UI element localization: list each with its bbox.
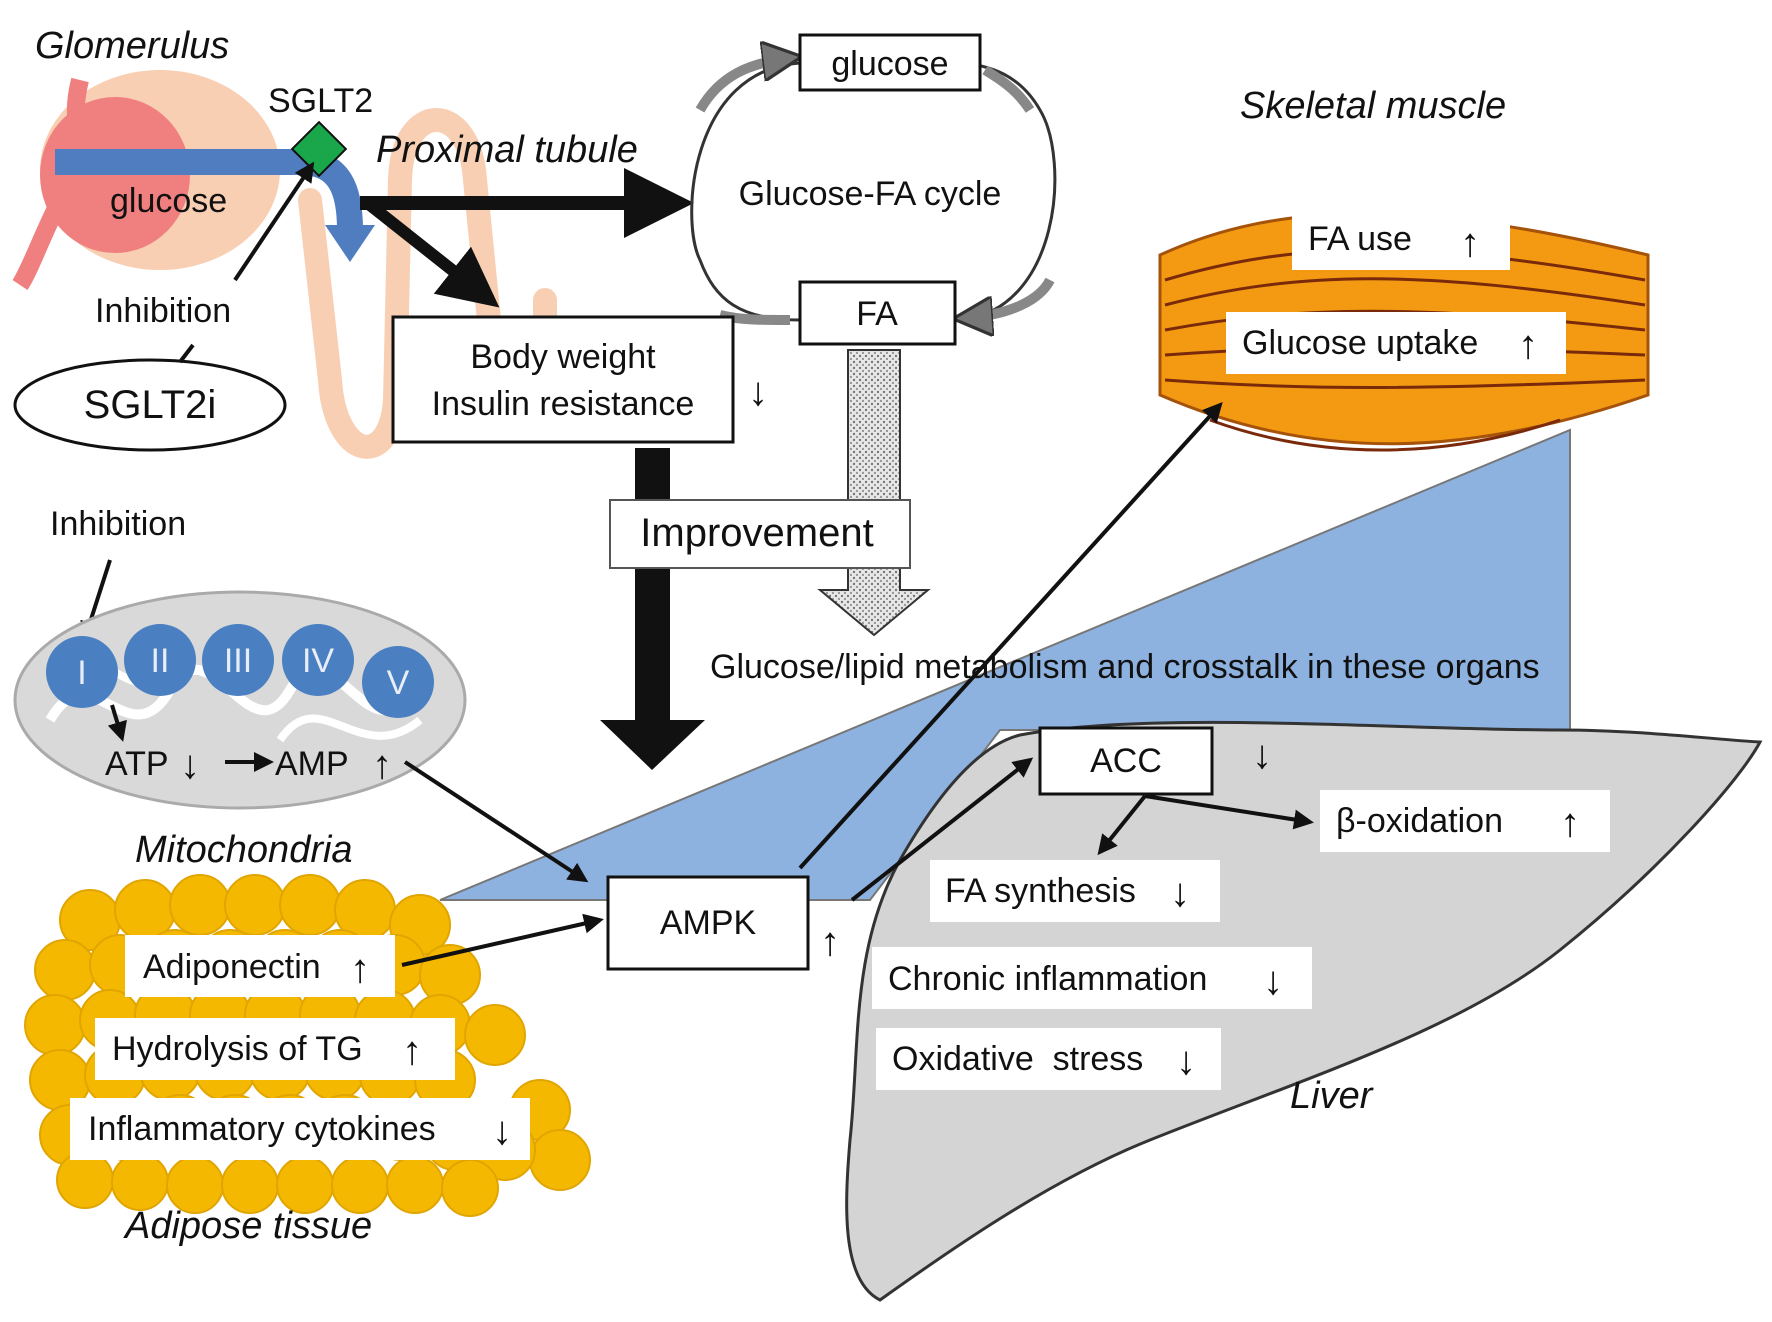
amp-to-ampk-arrow bbox=[403, 760, 589, 883]
fa-use-up-arrow: ↑ bbox=[1460, 221, 1480, 265]
ampk-label: AMPK bbox=[660, 904, 757, 942]
oxidative-stress-down-arrow: ↓ bbox=[1176, 1039, 1196, 1083]
complex-i bbox=[46, 636, 118, 708]
complex-v bbox=[362, 646, 434, 718]
amp-label: AMP bbox=[275, 745, 349, 783]
glucose-label: glucose bbox=[110, 182, 227, 220]
beta-oxidation-up-arrow: ↑ bbox=[1560, 801, 1580, 845]
complex-v-label: V bbox=[387, 664, 410, 702]
inhibition-label-top: Inhibition bbox=[95, 292, 231, 330]
ampk-to-acc-arrow bbox=[850, 757, 1034, 902]
complex-i-label: I bbox=[77, 654, 86, 692]
complex-iii-label: III bbox=[224, 642, 252, 680]
skeletal-muscle-label: Skeletal muscle bbox=[1240, 85, 1506, 127]
hydrolysis-label: Hydrolysis of TG bbox=[112, 1030, 363, 1068]
sglt2-label: SGLT2 bbox=[268, 82, 373, 120]
ampk-up-arrow: ↑ bbox=[820, 920, 840, 964]
mitochondria-label: Mitochondria bbox=[135, 829, 353, 871]
oxidative-stress-label: Oxidative stress bbox=[892, 1040, 1143, 1078]
kidney-to-bodyweight-arrow bbox=[366, 200, 500, 308]
glucose-uptake-up-arrow: ↑ bbox=[1518, 323, 1538, 367]
hydrolysis-box bbox=[95, 1018, 455, 1080]
fa-use-label: FA use bbox=[1308, 220, 1412, 258]
improvement-box bbox=[609, 499, 911, 569]
cytokines-down-arrow: ↓ bbox=[492, 1109, 512, 1153]
atp-down-arrow: ↓ bbox=[180, 743, 200, 787]
improvement-label: Improvement bbox=[640, 511, 873, 555]
acc-down-arrow: ↓ bbox=[1252, 733, 1272, 777]
glucose-uptake-label: Glucose uptake bbox=[1242, 324, 1478, 362]
acc-to-fa-synthesis-arrow bbox=[1097, 794, 1147, 856]
cycle-glucose-box bbox=[798, 33, 982, 92]
adiponectin-label: Adiponectin bbox=[143, 948, 321, 986]
cycle-fa-box bbox=[798, 280, 957, 346]
adipose-label: Adipose tissue bbox=[123, 1205, 372, 1247]
body-weight-box bbox=[391, 315, 735, 444]
inflammation-down-arrow: ↓ bbox=[1263, 959, 1283, 1003]
oxidative-stress-box bbox=[876, 1028, 1221, 1090]
adiponectin-up-arrow: ↑ bbox=[350, 947, 370, 991]
inhibition-arrow-sglt2 bbox=[233, 161, 315, 282]
fa-synthesis-down-arrow: ↓ bbox=[1170, 871, 1190, 915]
fa-synthesis-box bbox=[930, 860, 1220, 922]
complex-ii bbox=[124, 624, 196, 696]
complex-ii-label: II bbox=[151, 642, 170, 680]
cycle-fa-label: FA bbox=[856, 295, 898, 333]
atp-label: ATP bbox=[105, 745, 169, 783]
insulin-resistance-label: Insulin resistance bbox=[432, 385, 695, 423]
improvement-arrow bbox=[600, 448, 705, 770]
fa-synthesis-label: FA synthesis bbox=[945, 872, 1136, 910]
complex-i-to-atp-arrow bbox=[107, 704, 127, 742]
inhibition-link-sglt2i bbox=[178, 343, 195, 364]
ampk-to-muscle-arrow bbox=[798, 402, 1223, 870]
complex-iv bbox=[282, 624, 354, 696]
inflammation-label: Chronic inflammation bbox=[888, 960, 1207, 998]
acc-label: ACC bbox=[1090, 742, 1162, 780]
fa-dotted-arrow bbox=[817, 349, 931, 637]
acc-to-beta-oxidation-arrow bbox=[1144, 794, 1314, 830]
adiponectin-to-ampk-arrow bbox=[401, 913, 604, 967]
liver-shape bbox=[845, 720, 1763, 1302]
hydrolysis-up-arrow: ↑ bbox=[402, 1029, 422, 1073]
complex-iii bbox=[202, 624, 274, 696]
complex-iv-label: IV bbox=[302, 642, 334, 680]
sglt2i-node bbox=[13, 358, 287, 452]
body-weight-label: Body weight bbox=[470, 338, 656, 376]
ampk-box bbox=[606, 875, 810, 971]
body-weight-down-arrow: ↓ bbox=[748, 370, 768, 414]
beta-oxidation-box bbox=[1320, 790, 1610, 852]
beta-oxidation-label: β-oxidation bbox=[1336, 802, 1503, 840]
inflammation-box bbox=[872, 947, 1312, 1009]
inhibition-label-bottom: Inhibition bbox=[50, 505, 186, 543]
cycle-title: Glucose-FA cycle bbox=[739, 175, 1002, 213]
fa-use-box bbox=[1292, 208, 1510, 270]
cytokines-box bbox=[70, 1098, 530, 1160]
cytokines-label: Inflammatory cytokines bbox=[88, 1110, 436, 1148]
amp-up-arrow: ↑ bbox=[372, 743, 392, 787]
adiponectin-box bbox=[125, 935, 395, 997]
acc-box bbox=[1038, 726, 1214, 796]
sglt2i-label: SGLT2i bbox=[84, 383, 217, 427]
glomerulus-label: Glomerulus bbox=[35, 25, 229, 67]
crosstalk-label: Glucose/lipid metabolism and crosstalk i… bbox=[710, 648, 1540, 686]
proximal-tubule-label: Proximal tubule bbox=[376, 129, 638, 171]
liver-label: Liver bbox=[1290, 1075, 1374, 1117]
glucose-uptake-box bbox=[1226, 312, 1566, 374]
cycle-glucose-label: glucose bbox=[831, 45, 948, 83]
